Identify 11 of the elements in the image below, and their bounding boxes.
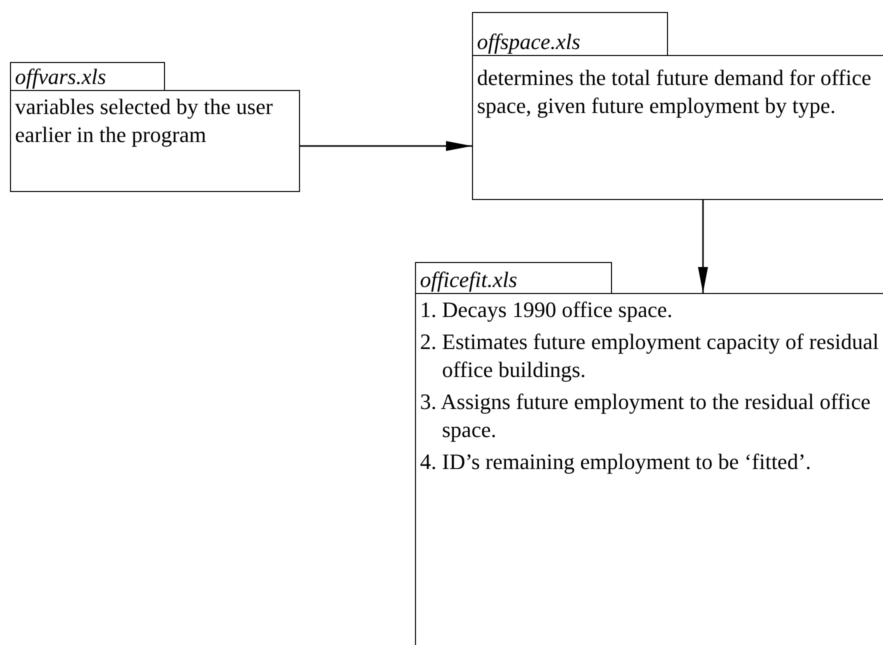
file-name-tab: offspace.xls <box>472 12 668 55</box>
arrow <box>698 200 708 293</box>
description-text: determines the total future demand for office space, given future employment by type. <box>477 64 872 120</box>
step-text: 2. Estimates future employment capacity of residual office buildings. <box>420 328 880 384</box>
step-text: 4. ID’s remaining employment to be ‘fitted’. <box>420 448 812 476</box>
file-name-tab: officefit.xls <box>415 262 612 293</box>
step-text: 1. Decays 1990 office space. <box>420 296 674 324</box>
file-name-tab: offvars.xls <box>10 62 165 90</box>
arrow <box>300 141 472 151</box>
step-text: 3. Assigns future employment to the residual office space. <box>420 388 872 444</box>
description-text: variables selected by the user earlier in the program <box>15 93 274 149</box>
